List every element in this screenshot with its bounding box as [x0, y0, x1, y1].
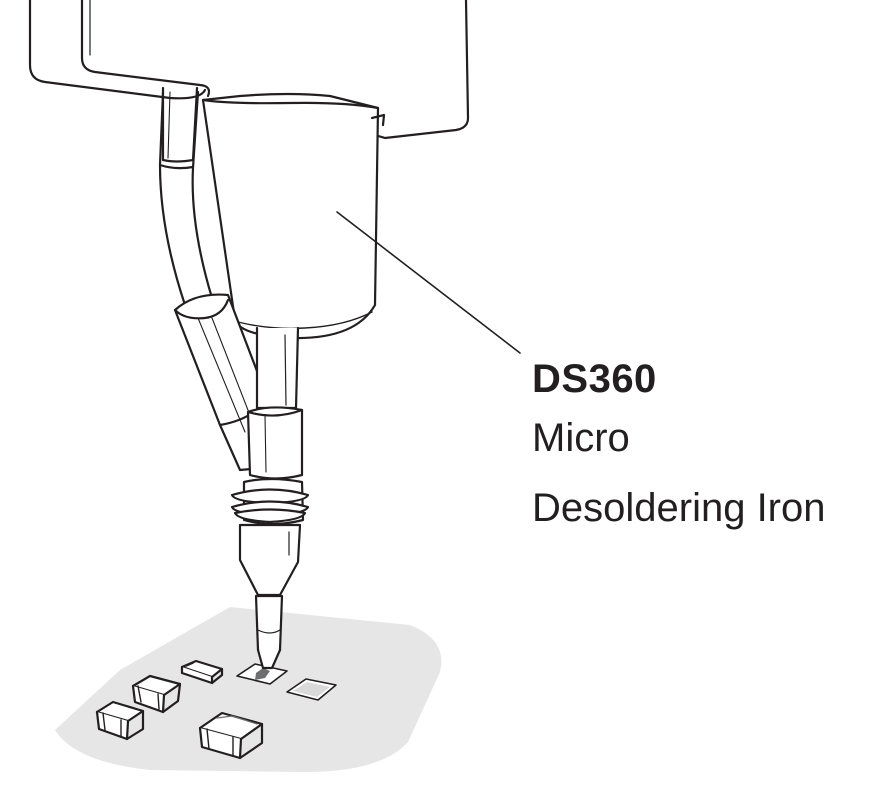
- handle-top: [28, 0, 470, 140]
- solder-pad-left: [236, 663, 288, 685]
- o-ring-threads: [230, 477, 310, 526]
- callout-label: DS360 Micro Desoldering Iron: [532, 355, 826, 543]
- model-name: DS360: [532, 357, 657, 401]
- board-surface: [55, 607, 442, 773]
- solder-pad-right: [286, 678, 337, 701]
- smd-component-mid: [131, 674, 182, 714]
- circuit-board-illustration: [55, 607, 442, 773]
- iron-body: [201, 92, 386, 340]
- nozzle-tip: [238, 523, 302, 670]
- smd-component-large: [198, 711, 264, 760]
- tip-collar: [246, 406, 304, 480]
- power-cable: [158, 86, 214, 307]
- product-line-2: Desoldering Iron: [532, 486, 826, 530]
- smd-resistor-small: [180, 659, 224, 685]
- smd-component-left: [95, 700, 145, 741]
- callout-leader-line: [336, 211, 521, 354]
- center-shaft: [255, 326, 300, 410]
- product-line-1: Micro: [532, 416, 630, 460]
